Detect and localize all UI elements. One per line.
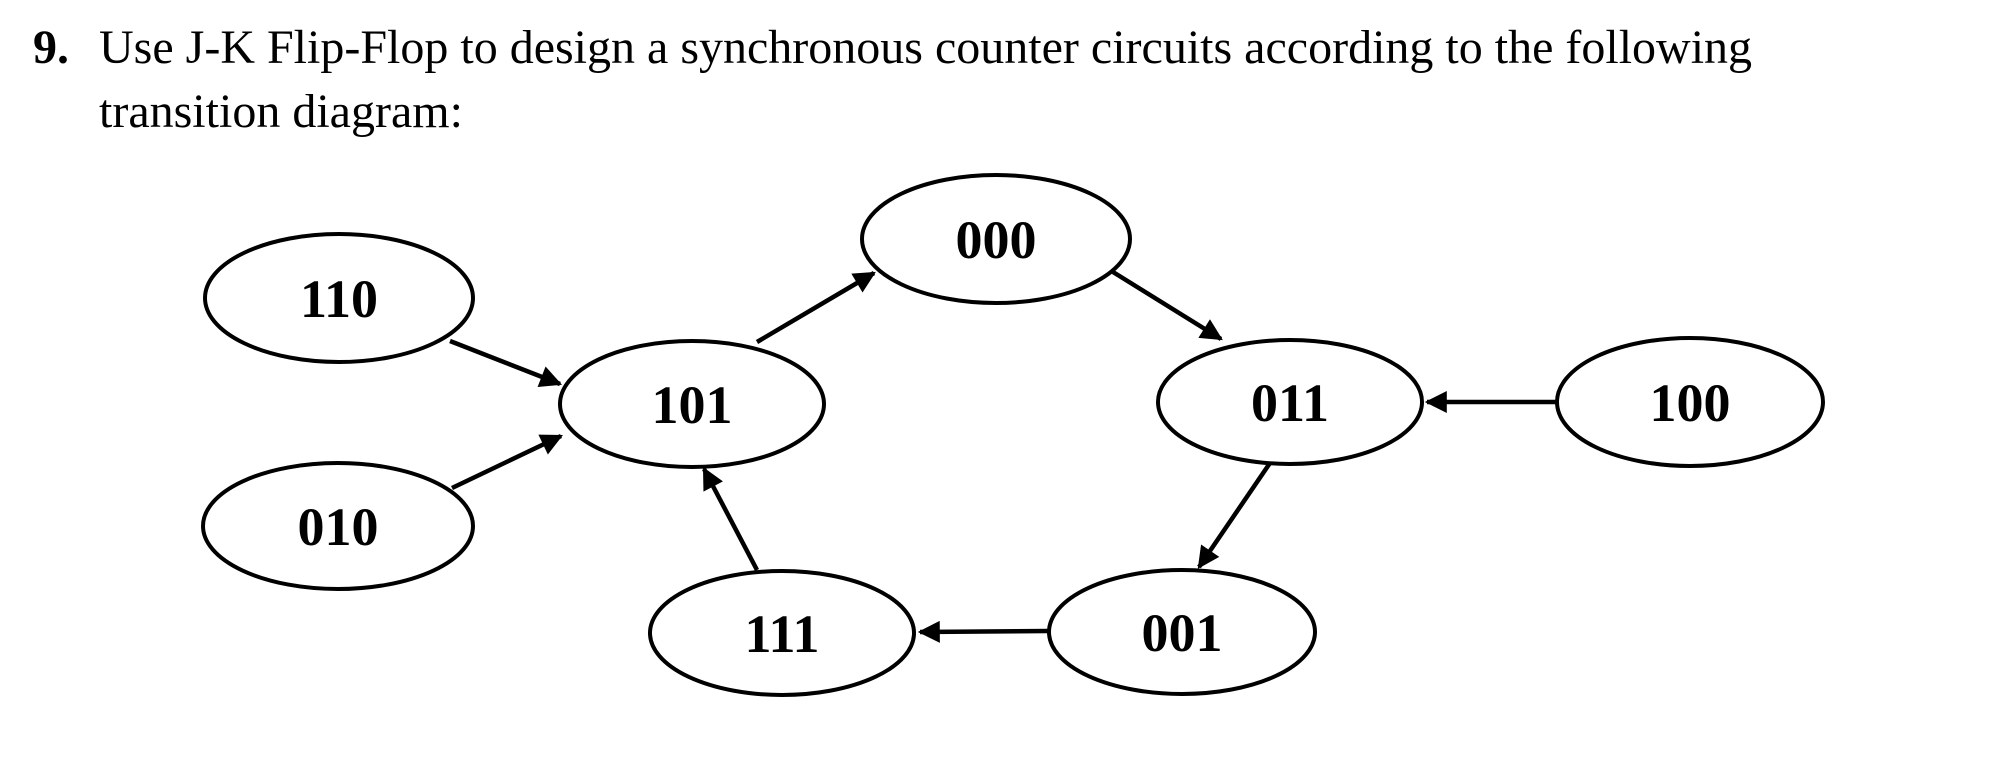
state-ellipse-011 bbox=[1156, 338, 1424, 466]
problem-text-line2: transition diagram: bbox=[99, 85, 463, 138]
transition-arrow-000-to-011 bbox=[1111, 270, 1223, 341]
state-node-001: 001 bbox=[1047, 568, 1317, 696]
state-label-000: 000 bbox=[956, 210, 1037, 270]
state-node-010: 010 bbox=[201, 461, 475, 591]
transition-arrow-011-to-001 bbox=[1197, 461, 1272, 569]
transition-arrow-001-to-111 bbox=[917, 620, 1049, 643]
state-ellipse-110 bbox=[203, 232, 475, 364]
problem-number: 9. bbox=[33, 21, 69, 74]
state-label-111: 111 bbox=[744, 604, 819, 664]
state-label-110: 110 bbox=[300, 269, 378, 329]
state-label-100: 100 bbox=[1650, 373, 1731, 433]
state-ellipse-111 bbox=[648, 569, 916, 697]
state-ellipse-001 bbox=[1047, 568, 1317, 696]
state-node-111: 111 bbox=[648, 569, 916, 697]
transition-arrow-110-to-101 bbox=[449, 338, 563, 388]
state-label-011: 011 bbox=[1251, 373, 1329, 433]
state-node-000: 000 bbox=[860, 173, 1132, 305]
problem-statement: 9. Use J-K Flip-Flop to design a synchro… bbox=[33, 16, 1752, 144]
state-label-010: 010 bbox=[298, 497, 379, 557]
transition-arrow-010-to-101 bbox=[451, 433, 563, 491]
state-label-001: 001 bbox=[1142, 603, 1223, 663]
state-node-101: 101 bbox=[558, 339, 826, 469]
transition-arrow-101-to-000 bbox=[755, 271, 876, 344]
state-ellipse-010 bbox=[201, 461, 475, 591]
state-node-011: 011 bbox=[1156, 338, 1424, 466]
state-label-101: 101 bbox=[652, 375, 733, 435]
state-node-110: 110 bbox=[203, 232, 475, 364]
transition-arrow-111-to-101 bbox=[702, 467, 759, 572]
state-ellipse-000 bbox=[860, 173, 1132, 305]
state-ellipse-101 bbox=[558, 339, 826, 469]
state-node-100: 100 bbox=[1555, 336, 1825, 468]
problem-text-line1: Use J-K Flip-Flop to design a synchronou… bbox=[99, 21, 1753, 74]
problem-text: Use J-K Flip-Flop to design a synchronou… bbox=[99, 16, 1752, 144]
